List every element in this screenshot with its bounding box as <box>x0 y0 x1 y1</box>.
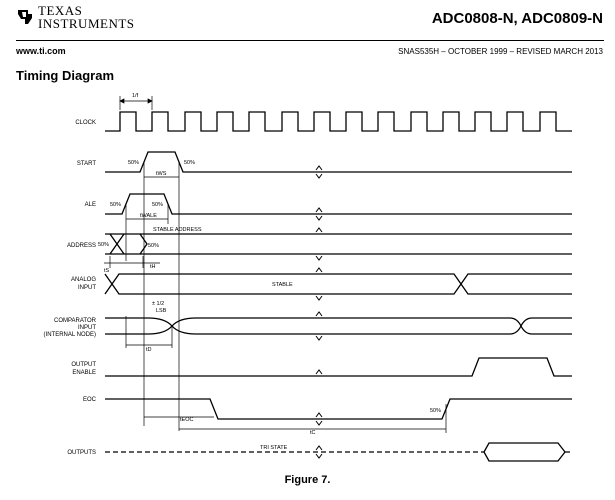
ale-waveform <box>105 193 572 215</box>
logo-line-1: Texas <box>38 3 83 18</box>
annotation-half-lsb-2: LSB <box>156 308 167 314</box>
annotation-start-50-left: 50% <box>128 160 139 166</box>
signal-label-eoc: EOC <box>83 397 97 403</box>
annotation-address-50-right: 50% <box>148 243 159 249</box>
signal-label-comparator-3: (INTERNAL NODE) <box>44 332 96 338</box>
annotation-stable-address: STABLE ADDRESS <box>153 227 202 233</box>
annotation-tc: tC <box>310 430 316 436</box>
signal-label-clock: CLOCK <box>75 120 96 126</box>
timing-diagram: CLOCK START ALE ADDRESS ANALOG INPUT COM… <box>44 93 572 462</box>
signal-label-output-enable-1: OUTPUT <box>71 362 96 368</box>
page-header: Texas Instruments ADC0808-N, ADC0809-N w… <box>0 0 615 60</box>
ti-state-icon <box>18 10 32 24</box>
annotation-period: 1/f <box>132 93 139 99</box>
annotation-teoc: tEOC <box>180 417 193 423</box>
outputs-data-valid <box>483 442 566 462</box>
annotation-ts: tS <box>104 268 110 274</box>
signal-label-address: ADDRESS <box>67 243 96 249</box>
signal-label-outputs: OUTPUTS <box>67 450 96 456</box>
annotation-td: tD <box>146 347 152 353</box>
header-rule <box>16 40 604 41</box>
annotation-half-lsb-1: ± 1/2 <box>152 301 164 307</box>
ti-logo: Texas Instruments <box>16 4 135 30</box>
signal-label-output-enable-2: ENABLE <box>72 370 96 376</box>
document-info: SNAS535H – OCTOBER 1999 – REVISED MARCH … <box>398 47 603 56</box>
part-title: ADC0808-N, ADC0809-N <box>431 10 603 27</box>
signal-label-comparator-2: INPUT <box>78 325 96 331</box>
time-break-marks <box>315 165 323 459</box>
signal-label-analog-1: ANALOG <box>71 277 96 283</box>
annotation-tri-state: TRI STATE <box>260 445 288 451</box>
signal-label-analog-2: INPUT <box>78 285 96 291</box>
annotation-twale: tWALE <box>140 213 157 219</box>
clock-waveform <box>105 111 572 132</box>
annotation-address-50-left: 50% <box>98 242 109 248</box>
annotation-tws: tWS <box>156 171 167 177</box>
signal-label-start: START <box>77 161 96 167</box>
figure-caption: Figure 7. <box>284 474 331 486</box>
logo-line-2: Instruments <box>38 16 135 31</box>
annotation-eoc-50: 50% <box>430 408 441 414</box>
annotation-stable: STABLE <box>272 282 293 288</box>
annotation-start-50-right: 50% <box>184 160 195 166</box>
comparator-input-waveform <box>105 317 572 335</box>
start-waveform <box>105 151 572 173</box>
signal-label-ale: ALE <box>85 202 96 208</box>
section-title: Timing Diagram <box>16 68 115 83</box>
annotation-th: tH <box>150 264 156 270</box>
site-url[interactable]: www.ti.com <box>16 46 66 56</box>
annotation-ale-50-right: 50% <box>152 202 163 208</box>
timing-dimension-lines <box>104 96 447 433</box>
signal-label-comparator-1: COMPARATOR <box>54 318 97 324</box>
output-enable-waveform <box>105 357 572 377</box>
address-waveform <box>105 233 572 255</box>
analog-input-waveform <box>104 273 572 295</box>
eoc-waveform <box>105 398 572 420</box>
annotation-ale-50-left: 50% <box>110 202 121 208</box>
